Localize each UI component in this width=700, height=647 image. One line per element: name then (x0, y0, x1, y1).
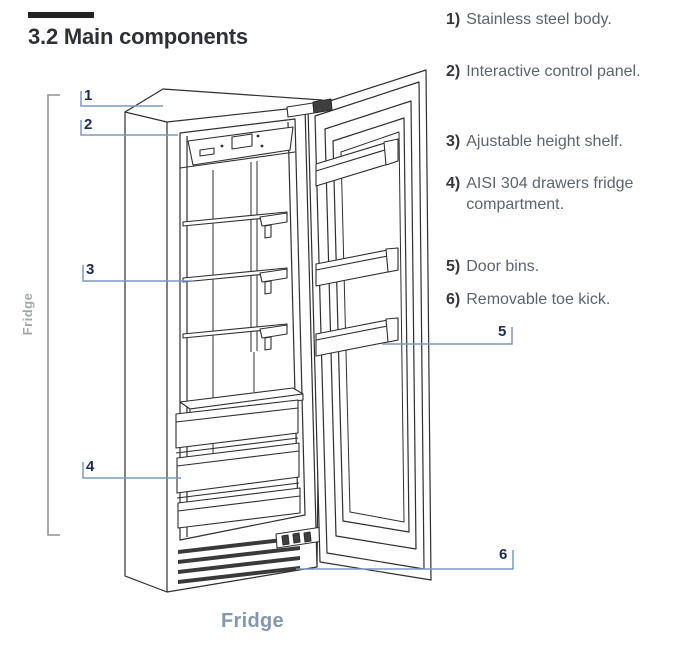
callout-number-3: 3 (86, 261, 95, 278)
control-panel (179, 126, 296, 169)
drawer-compartment (175, 387, 304, 529)
legend-item-text: AISI 304 drawers fridge compartment. (466, 175, 634, 213)
callout-number-2: 2 (84, 116, 93, 133)
top-hinge (286, 98, 333, 118)
legend-item-number: 2) (446, 63, 461, 80)
callout-number-4: 4 (86, 458, 95, 475)
section-title-bar (28, 12, 94, 18)
page-title: 3.2 Main components (28, 24, 248, 49)
legend-item-text: Door bins. (466, 258, 540, 275)
legend-item: 1) Stainless steel body. (446, 9, 612, 30)
legend-item-text: Stainless steel body. (466, 11, 612, 28)
callout-leader-lines (80, 91, 514, 570)
toe-kick (178, 536, 300, 584)
fridge-range-bracket (47, 94, 60, 536)
legend-item: 6) Removable toe kick. (446, 289, 610, 310)
legend-item-number: 4) (446, 175, 461, 192)
legend-item-number: 5) (446, 258, 461, 275)
legend-item: 2) Interactive control panel. (446, 61, 641, 82)
callout-number-1: 1 (84, 87, 93, 104)
door-bins (315, 138, 399, 357)
legend-item-text: Interactive control panel. (466, 63, 641, 80)
diagram-caption: Fridge (221, 610, 284, 632)
callout-number-5: 5 (498, 323, 507, 340)
legend-item-number: 1) (446, 11, 461, 28)
legend-item: 3) Ajustable height shelf. (446, 131, 623, 152)
legend-item: 5) Door bins. (446, 256, 539, 277)
callout-number-6: 6 (499, 546, 508, 563)
fridge-side-label: Fridge (20, 292, 35, 336)
legend-item-number: 6) (446, 291, 461, 308)
legend-item-text: Removable toe kick. (466, 291, 611, 308)
legend-item-text: Ajustable height shelf. (466, 133, 623, 150)
legend-item: 4) AISI 304 drawers fridge compartment. (446, 173, 700, 215)
legend-item-number: 3) (446, 133, 461, 150)
